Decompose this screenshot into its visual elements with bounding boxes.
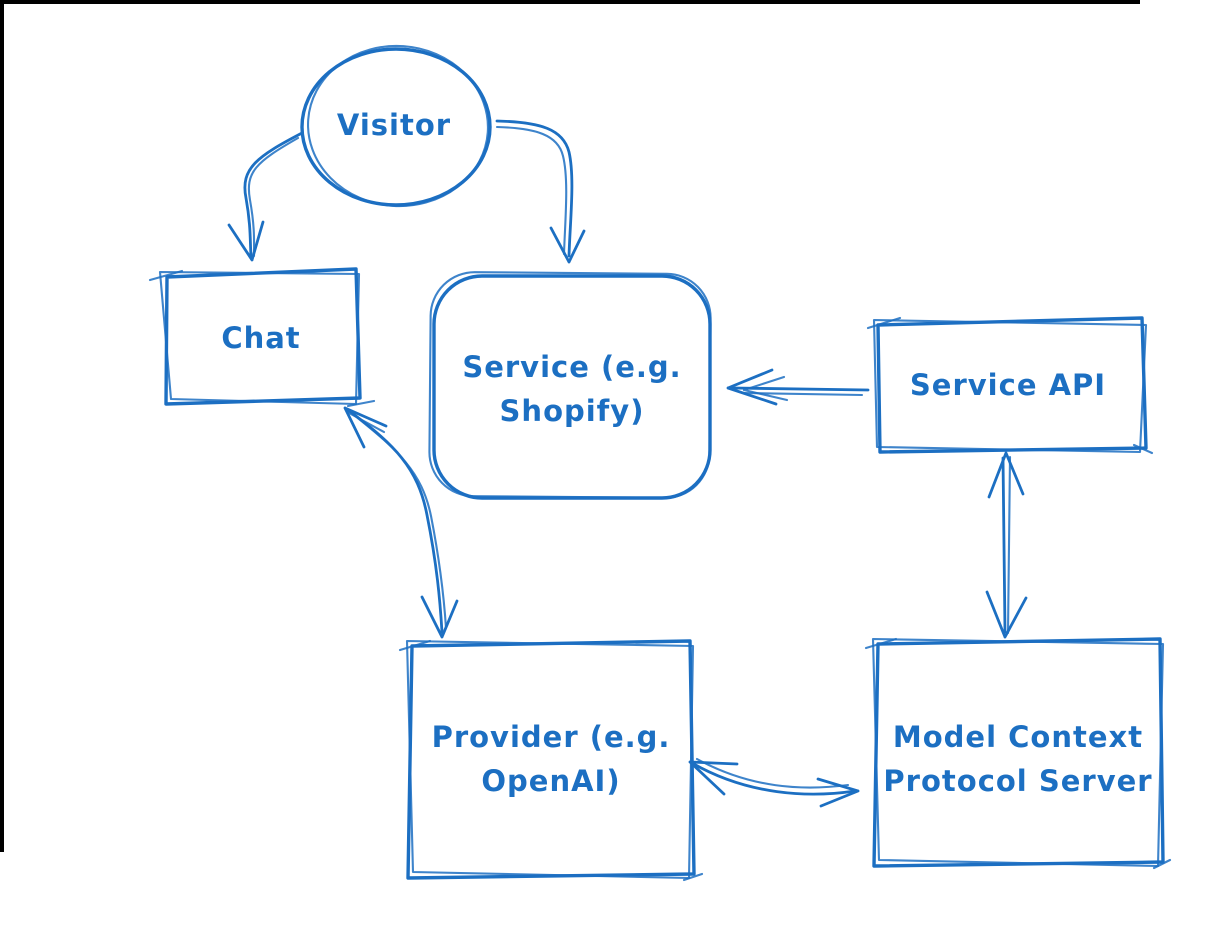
arrowhead-down-icon xyxy=(549,226,586,264)
edge-line-sketch xyxy=(247,136,300,258)
arrowhead-left-icon xyxy=(688,760,739,796)
arrowhead-left-sketch-icon xyxy=(742,375,789,402)
edge-service-api-to-service xyxy=(726,368,870,406)
node-service-api: Service API xyxy=(866,316,1154,455)
service-api-label: Service API xyxy=(910,368,1106,402)
node-mcp-server: Model Context Protocol Server xyxy=(864,637,1172,870)
visitor-label: Visitor xyxy=(337,108,451,142)
provider-box-overshoot xyxy=(398,639,704,882)
edge-line xyxy=(1001,456,1007,634)
service-api-box-overshoot xyxy=(866,316,1154,455)
mcp-server-box xyxy=(872,637,1165,868)
provider-box xyxy=(406,639,696,880)
edge-line xyxy=(690,761,857,796)
edge-provider-to-mcp-server xyxy=(688,757,860,808)
node-provider: Provider (e.g. OpenAI) xyxy=(398,639,704,882)
edge-line xyxy=(243,131,304,258)
edge-line-sketch xyxy=(1006,455,1012,635)
arrowhead-left-icon xyxy=(726,368,778,406)
provider-label-line2: OpenAI) xyxy=(481,764,620,798)
provider-box-sketch xyxy=(405,639,695,880)
service-box-sketch xyxy=(428,271,712,499)
edge-line-sketch xyxy=(695,757,850,789)
service-box xyxy=(432,274,712,500)
chat-box xyxy=(164,267,362,406)
edge-chat-to-provider xyxy=(343,406,459,639)
arrowhead-down-icon xyxy=(420,595,459,639)
edge-line xyxy=(495,119,574,258)
provider-label-line1: Provider (e.g. xyxy=(432,720,671,754)
edge-line-sketch xyxy=(352,413,448,630)
mcp-server-label-line1: Model Context xyxy=(893,720,1143,754)
node-visitor: Visitor xyxy=(300,44,492,208)
arrowhead-up-left-icon xyxy=(343,406,388,449)
chat-box-overshoot xyxy=(148,269,376,408)
service-api-box-sketch xyxy=(872,318,1148,454)
edge-line xyxy=(730,386,870,392)
arrowhead-up-icon xyxy=(987,451,1025,499)
arrowhead-down-icon xyxy=(227,220,265,262)
visitor-ellipse-sketch xyxy=(306,44,490,208)
arrowhead-down-icon xyxy=(985,590,1028,639)
service-api-box xyxy=(876,316,1148,454)
arrowhead-sketch-icon xyxy=(347,411,386,434)
service-label-line2: Shopify) xyxy=(500,394,645,428)
edge-line-sketch xyxy=(495,125,568,256)
node-service: Service (e.g. Shopify) xyxy=(428,271,712,500)
mcp-server-box-overshoot xyxy=(864,637,1172,870)
node-chat: Chat xyxy=(148,267,376,408)
mcp-server-label-line2: Protocol Server xyxy=(883,764,1152,798)
edge-visitor-to-service xyxy=(495,119,586,264)
service-label-line1: Service (e.g. xyxy=(462,350,681,384)
image-frame xyxy=(0,0,1140,852)
edge-visitor-to-chat xyxy=(227,131,304,262)
arrowhead-right-icon xyxy=(816,777,860,808)
edge-service-api-to-mcp-server xyxy=(985,451,1028,639)
chat-label: Chat xyxy=(221,321,300,355)
